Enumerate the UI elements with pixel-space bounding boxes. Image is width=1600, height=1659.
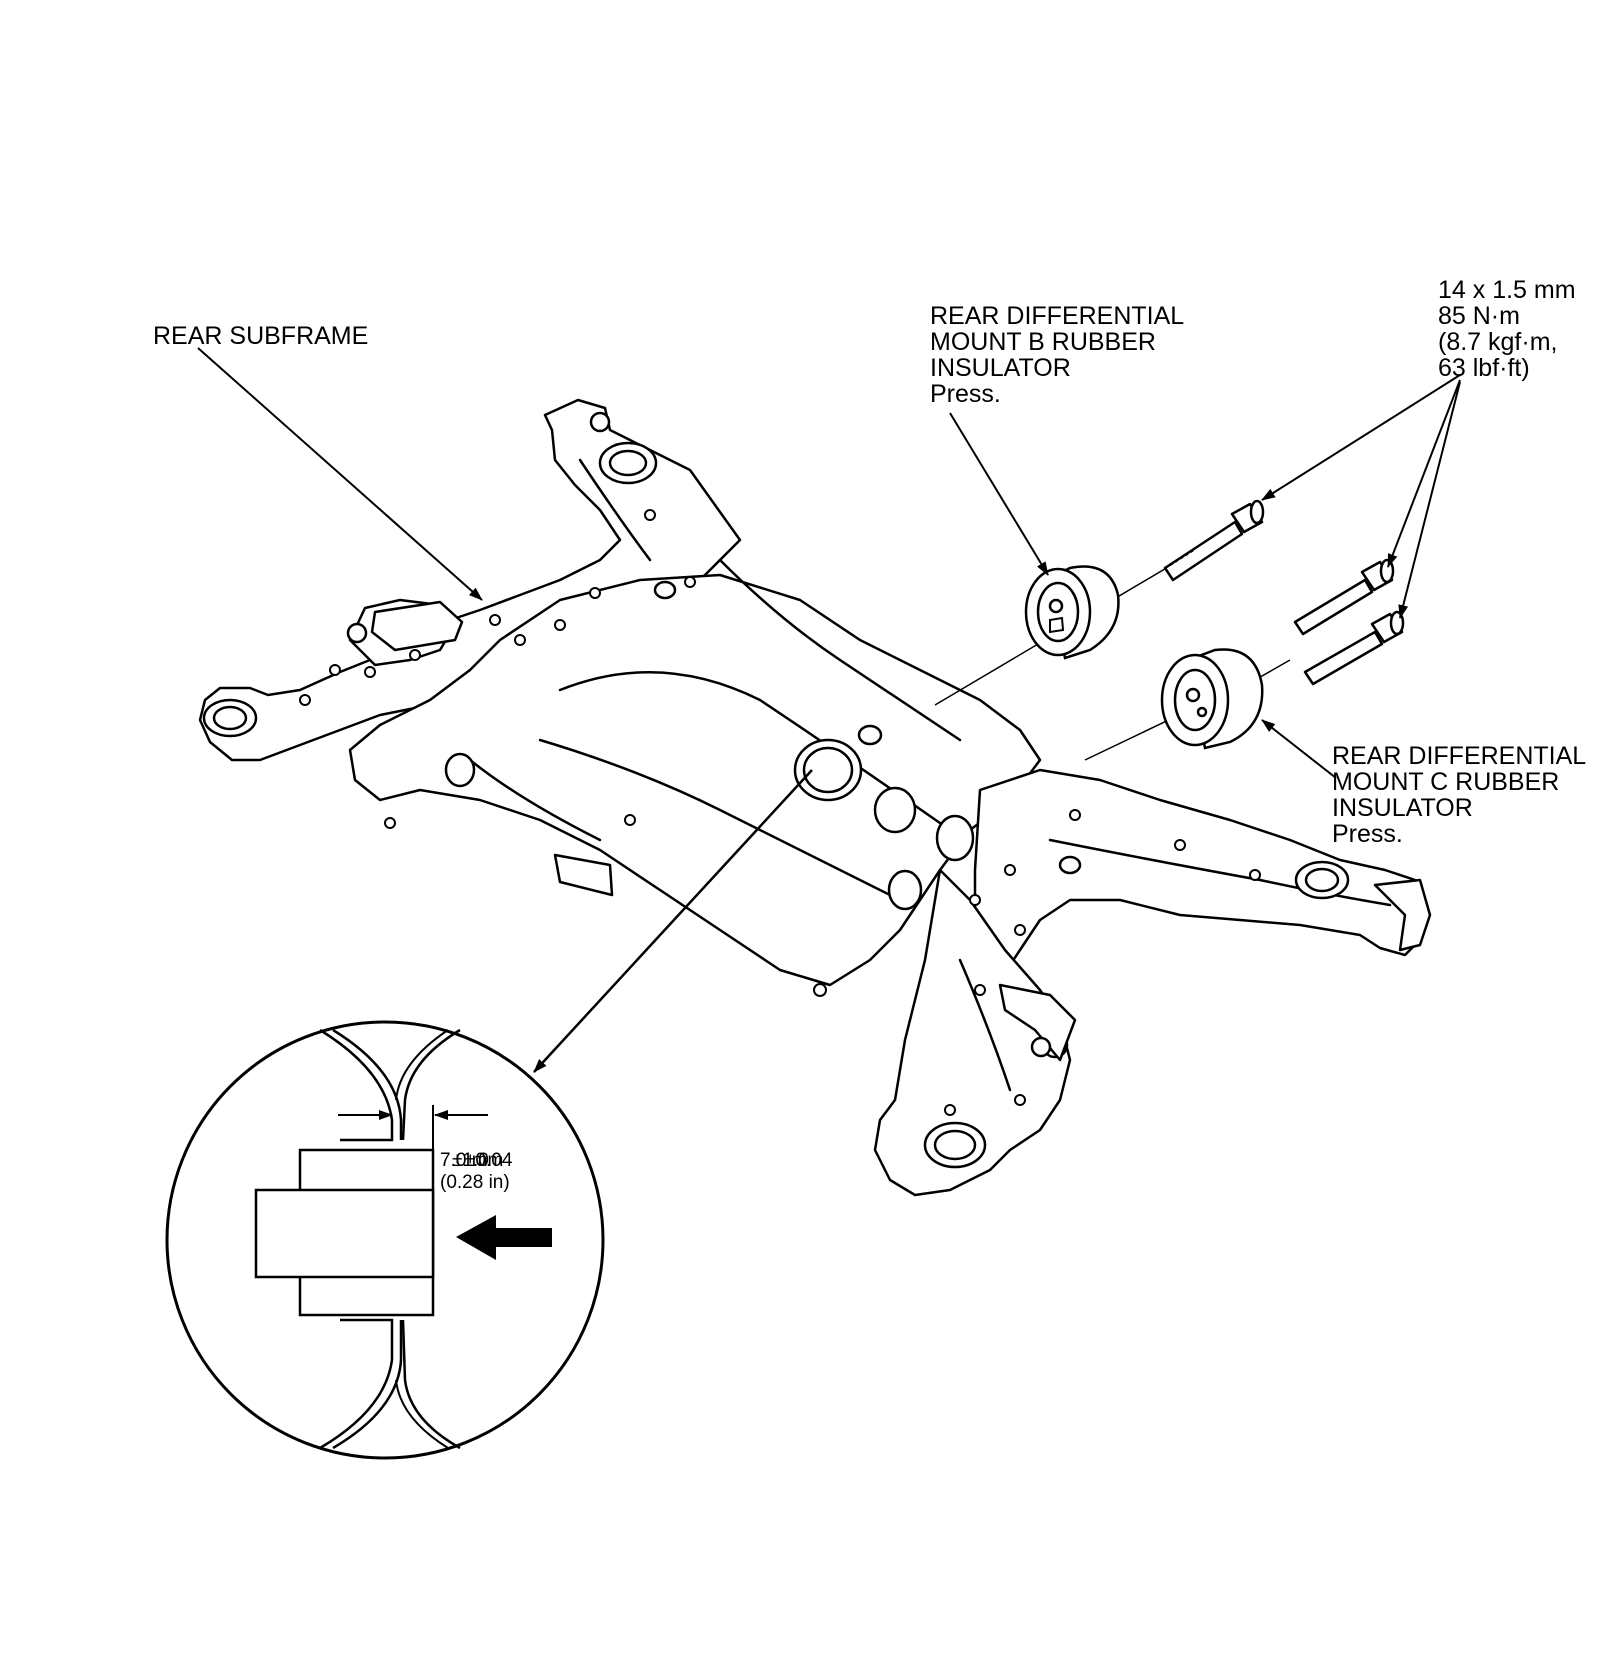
label-bolt-spec-line2: 85 N·m [1438,302,1520,330]
leader-lines [197,347,1461,1073]
subframe-bracket-left [370,600,464,652]
leader-bolt-lower [1398,381,1461,619]
mount-c-insulator [1160,648,1264,750]
leader-bolt-middle [1387,379,1461,568]
mount-a-bore-inner [802,746,854,794]
subframe-bracket-lower [553,853,614,897]
label-rear-subframe: REAR SUBFRAME [153,322,368,350]
press-direction-arrow [456,1215,552,1260]
label-mount-c: REAR DIFFERENTIAL MOUNT C RUBBER INSULAT… [1332,742,1586,848]
dimension-text-line1: 7.0 mm [440,1150,503,1171]
subframe-bushing-front-right-inner [933,1129,977,1161]
subframe-hole [444,752,476,788]
leader-mount-b [949,412,1049,576]
bolt-middle [1293,558,1395,636]
subframe-bushing-rear-right-inner [1304,867,1340,893]
subframe-hole [887,869,923,911]
subframe-hole [857,724,883,746]
leader-rear-subframe [197,347,483,601]
rear-subframe [198,398,1432,1197]
subframe-hole [1058,855,1082,875]
subframe-hole [935,814,975,862]
subframe-inner-line-2 [538,738,902,902]
detail-bushing-flange [254,1188,435,1279]
leader-detail [533,769,813,1073]
label-mount-b-line3: INSULATOR [930,354,1071,382]
label-mount-c-line2: MOUNT C RUBBER [1332,768,1559,796]
subframe-left-front-arm [198,398,742,762]
label-mount-c-line3: INSULATOR [1332,794,1473,822]
dimension-text-line2: (0.28 in) [440,1172,510,1193]
subframe-inner-line-4 [718,558,962,742]
dimension-text-overprint2: ±0.04 [465,1150,513,1171]
subframe-bushing-rear-left-inner [212,705,248,731]
leader-mount-c [1261,719,1337,779]
mount-b-insulator [1024,565,1120,660]
label-mount-b-line4: Press. [930,380,1001,408]
label-bolt-spec: 14 x 1.5 mm 85 N·m (8.7 kgf·m, 63 lbf·ft… [1438,276,1576,382]
subframe-inner-line-3 [468,758,602,842]
label-mount-b-line1: REAR DIFFERENTIAL [930,302,1184,330]
subframe-inner-line-7 [958,958,1012,1092]
label-mount-b-line2: MOUNT B RUBBER [930,328,1156,356]
dimension-text-overprint: ±1.0 [452,1150,489,1171]
label-mount-b: REAR DIFFERENTIAL MOUNT B RUBBER INSULAT… [930,302,1184,408]
label-bolt-spec-line3: (8.7 kgf·m, [1438,328,1557,356]
label-mount-c-line1: REAR DIFFERENTIAL [1332,742,1586,770]
bolt-upper [1163,499,1265,582]
mount-bolts [1163,499,1405,686]
label-mount-c-line4: Press. [1332,820,1403,848]
subframe-bracket-tab [1373,878,1432,952]
detail-view: 7.0 mm ±1.0 ±0.04 (0.28 in) [165,1020,605,1460]
subframe-hole [873,786,917,834]
label-bolt-spec-line1: 14 x 1.5 mm [1438,276,1576,304]
subframe-bushing-front-left-inner [608,449,648,477]
bolt-lower [1303,610,1405,686]
leader-bolt-upper [1261,374,1461,501]
subframe-hole [653,580,677,600]
subframe-inner-line-5 [578,458,652,562]
subframe-bracket-right [998,983,1077,1062]
labels: REAR SUBFRAME REAR DIFFERENTIAL MOUNT B … [153,276,1586,848]
label-bolt-spec-line4: 63 lbf·ft) [1438,354,1530,382]
